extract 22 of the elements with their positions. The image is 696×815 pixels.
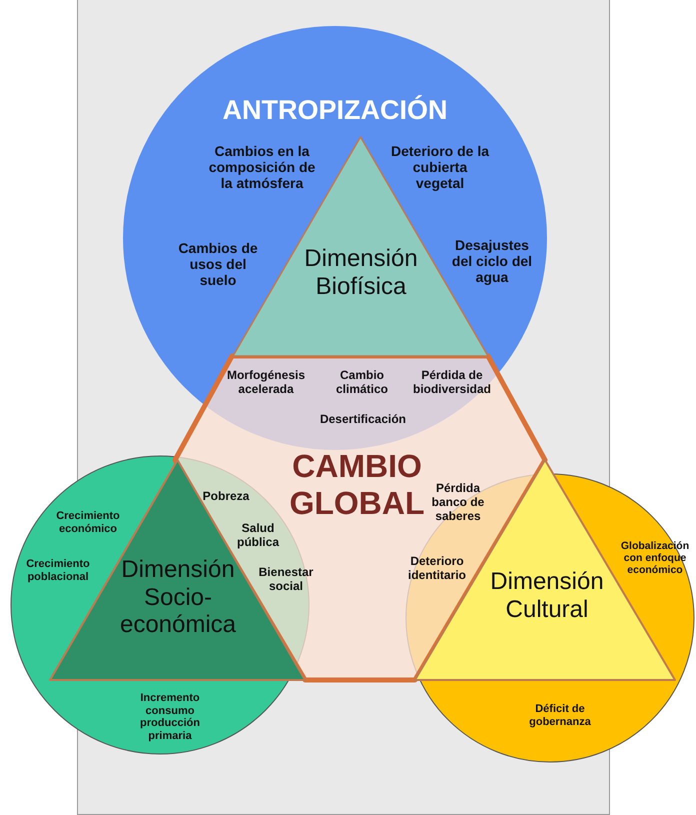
- region-text: Desajustes del ciclo del agua: [450, 237, 534, 286]
- dimension-label: Dimensión Socio-económica: [118, 556, 238, 639]
- region-text: Morfogénesis acelerada: [226, 369, 306, 397]
- region-text: Crecimiento poblacional: [25, 558, 91, 584]
- region-text: Cambios en la composición de la atmósfera: [208, 143, 316, 192]
- region-text: Cambio climático: [334, 369, 390, 397]
- region-text: Incremento consumo producción primaria: [139, 692, 201, 743]
- central-title: CAMBIO GLOBAL: [288, 448, 426, 522]
- region-text: Déficit de gobernanza: [528, 703, 592, 728]
- region-text: Salud pública: [236, 522, 280, 550]
- dimension-label: Dimensión Cultural: [489, 568, 605, 624]
- region-text: Pérdida banco de saberes: [430, 482, 486, 524]
- region-text: Bienestar social: [258, 566, 314, 594]
- region-text: Deterioro de la cubierta vegetal: [390, 143, 490, 192]
- region-text: Desertificación: [318, 413, 408, 427]
- region-text: Crecimiento económico: [55, 510, 121, 536]
- circle-title: ANTROPIZACIÓN: [222, 95, 448, 126]
- region-text: Cambios de usos del suelo: [177, 240, 259, 288]
- region-text: Deterioro identitario: [406, 555, 467, 583]
- dimension-label: Dimensión Biofísica: [303, 245, 419, 300]
- region-text: Pobreza: [202, 490, 250, 504]
- region-text: Pérdida de biodiversidad: [412, 369, 492, 397]
